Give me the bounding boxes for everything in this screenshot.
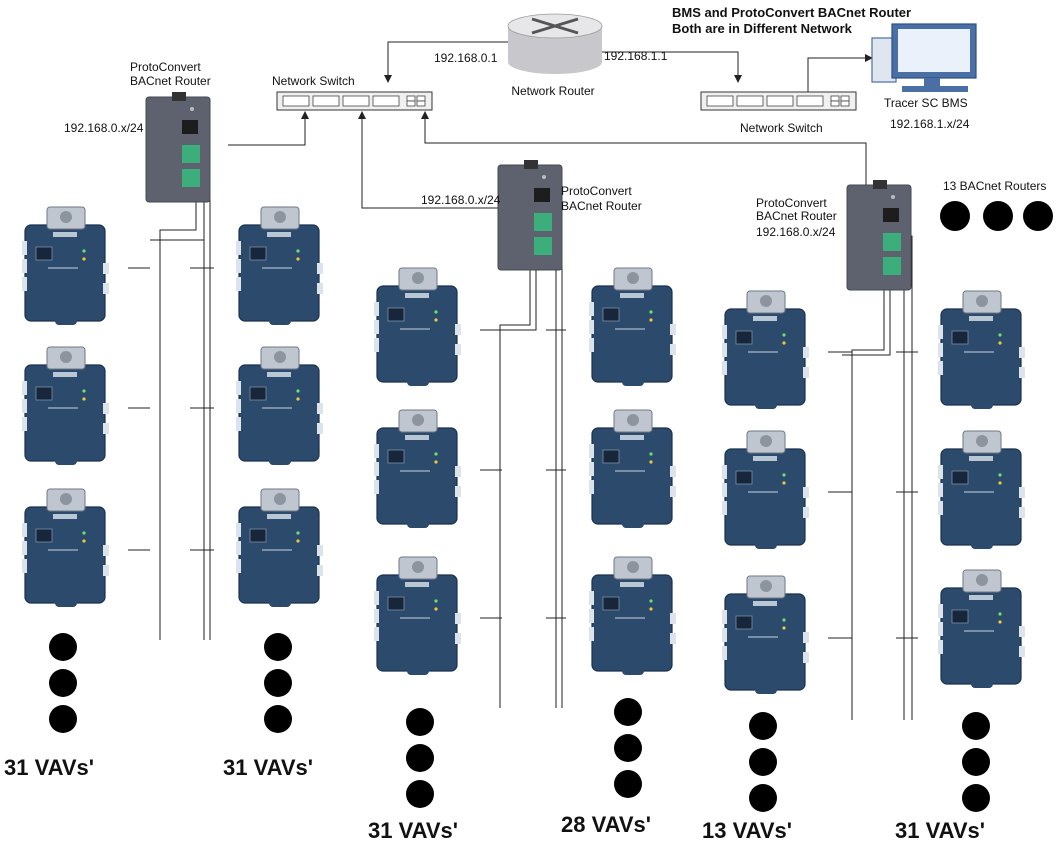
vav-controller — [721, 430, 810, 550]
gateway-1-line1: ProtoConvert — [130, 60, 201, 74]
network-switch-left — [276, 91, 433, 111]
gateway-2-line1: ProtoConvert — [561, 184, 632, 198]
vav-controller — [373, 409, 462, 529]
gateway-3-line1: ProtoConvert — [756, 196, 827, 210]
gateway-1-ip: 192.168.0.x/24 — [64, 121, 144, 135]
vav-controller — [235, 206, 324, 326]
more-vav-dots — [406, 708, 434, 808]
vav-column-5 — [721, 290, 810, 695]
more-vav-dots — [962, 712, 990, 812]
vav-count-6: 31 VAVs' — [895, 818, 985, 843]
vav-controller — [21, 488, 110, 608]
more-routers-dots — [940, 201, 1053, 231]
vav-controller — [373, 556, 462, 676]
vav-column-2 — [235, 206, 324, 608]
extra-routers-label: 13 BACnet Routers — [943, 179, 1046, 193]
protoconvert-router-1 — [145, 91, 211, 203]
vav-controller — [721, 290, 810, 410]
router-ip-left: 192.168.0.1 — [434, 51, 498, 65]
gateway-3-line2: BACnet Router — [756, 209, 837, 223]
switch-right-label: Network Switch — [740, 121, 823, 135]
vav-controller — [721, 575, 810, 695]
vav-column-4 — [588, 267, 677, 676]
network-switch-right — [700, 91, 857, 111]
vav-column-3 — [373, 267, 462, 676]
gateway-2-line2: BACnet Router — [561, 199, 642, 213]
vav-controller — [588, 409, 677, 529]
router-label: Network Router — [511, 84, 594, 98]
vav-controller — [373, 267, 462, 387]
vav-controller — [937, 569, 1026, 689]
protoconvert-router-2 — [497, 159, 563, 271]
vav-controller — [588, 556, 677, 676]
gateway-1-line2: BACnet Router — [130, 74, 211, 88]
more-vav-dots — [264, 633, 292, 733]
switch-left-label: Network Switch — [272, 74, 355, 88]
network-note-line1: BMS and ProtoConvert BACnet Router — [672, 5, 911, 20]
network-note-line2: Both are in Different Network — [672, 21, 853, 36]
vav-count-5: 13 VAVs' — [702, 818, 792, 843]
vav-count-3: 31 VAVs' — [368, 818, 458, 843]
vav-controller — [937, 290, 1026, 410]
vav-column-1 — [21, 206, 110, 608]
vav-column-6 — [937, 290, 1026, 689]
vav-controller — [588, 267, 677, 387]
vav-controller — [21, 206, 110, 326]
protoconvert-router-3 — [846, 179, 912, 291]
more-vav-dots — [749, 712, 777, 812]
vav-controller — [235, 488, 324, 608]
gateway-3-ip: 192.168.0.x/24 — [756, 225, 836, 239]
bms-ip: 192.168.1.x/24 — [890, 117, 970, 131]
bms-label: Tracer SC BMS — [884, 96, 968, 110]
vav-count-2: 31 VAVs' — [223, 755, 313, 780]
vav-controller — [235, 346, 324, 466]
more-vav-dots — [49, 633, 77, 733]
bms-computer-icon — [871, 23, 977, 92]
more-vav-dots — [614, 698, 642, 798]
network-router — [507, 13, 603, 74]
vav-controller — [21, 346, 110, 466]
gateway-2-ip: 192.168.0.x/24 — [421, 193, 501, 207]
router-ip-right: 192.168.1.1 — [604, 49, 668, 63]
vav-controller — [937, 430, 1026, 550]
vav-count-4: 28 VAVs' — [561, 812, 651, 837]
vav-count-1: 31 VAVs' — [4, 755, 94, 780]
